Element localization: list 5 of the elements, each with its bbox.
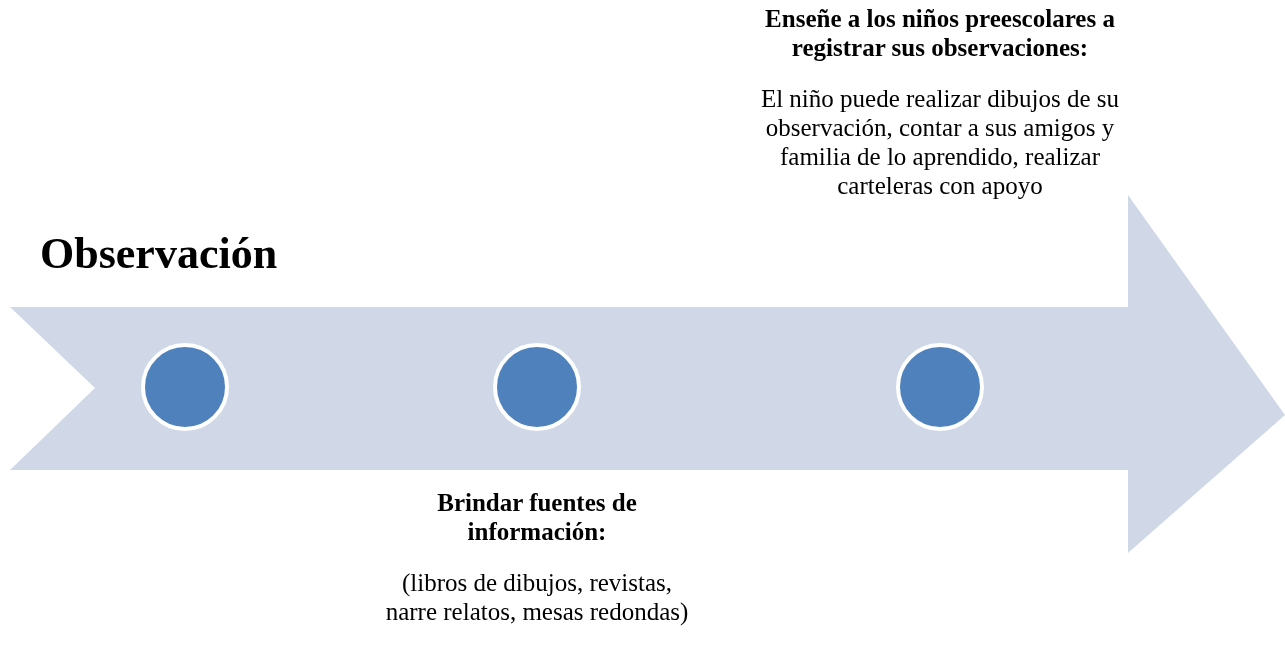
stage-heading: Observación	[40, 228, 279, 280]
step-description: (libros de dibujos, revistas, narre relatos, mesas redondas)	[384, 568, 690, 626]
step-heading: Enseñe a los niños preescolares a registrar sus observaciones:	[764, 4, 1116, 62]
step-heading: Brindar fuentes de información:	[436, 488, 638, 546]
step-description: El niño puede realizar dibujos de su observación, contar a sus amigos y familia de lo aprendido, realizar carteleras con apoyo	[759, 84, 1121, 200]
